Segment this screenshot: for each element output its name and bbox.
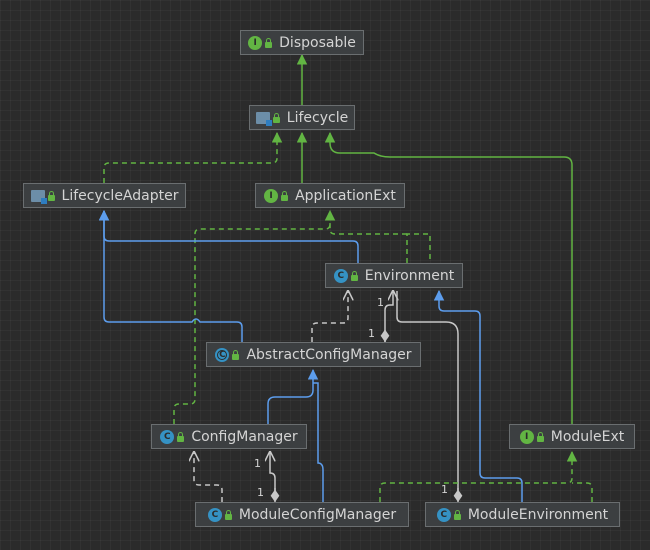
interface-icon: I — [248, 35, 263, 50]
spi-interface-icon — [30, 189, 47, 204]
edge-configmanager-abstractconfigmanager — [267, 368, 319, 424]
public-lock-icon — [224, 509, 232, 520]
node-environment[interactable]: C Environment — [325, 263, 463, 288]
public-lock-icon — [272, 112, 280, 123]
multiplicity-label: 1 — [377, 296, 384, 309]
multiplicity-label: 1 — [368, 327, 375, 340]
edge-abstractconfigmanager-environment — [311, 291, 348, 342]
multiplicity-label: 1 — [257, 486, 264, 499]
edge-moduleconfigmanager-moduleext — [379, 450, 578, 502]
spi-interface-icon — [255, 111, 272, 126]
node-module-config-manager[interactable]: C ModuleConfigManager — [195, 502, 409, 527]
node-lifecycle[interactable]: Lifecycle — [249, 105, 355, 130]
public-lock-icon — [350, 270, 358, 281]
node-label: Environment — [364, 267, 455, 284]
edge-moduleenvironment-moduleext — [572, 482, 593, 502]
node-label: ModuleConfigManager — [238, 506, 397, 523]
node-module-environment[interactable]: C ModuleEnvironment — [425, 502, 620, 527]
node-module-ext[interactable]: I ModuleExt — [509, 424, 635, 449]
edge-moduleenvironment-environment-assoc — [396, 291, 459, 498]
node-label: ConfigManager — [191, 428, 298, 445]
edge-moduleenvironment-environment — [433, 289, 523, 502]
edge-environment-lifecycleadapter — [98, 209, 359, 263]
node-label: ModuleEnvironment — [467, 506, 609, 523]
node-label: AbstractConfigManager — [246, 346, 412, 363]
abstract-class-icon: C — [215, 347, 230, 362]
class-icon: C — [160, 429, 175, 444]
public-lock-icon — [453, 509, 461, 520]
edge-environment-applicationext — [406, 233, 431, 263]
edge-abstractconfigmanager-lifecycleadapter — [98, 209, 243, 342]
multiplicity-label: 1 — [441, 483, 448, 496]
edge-moduleconfigmanager-configmanager-assoc — [270, 452, 276, 498]
node-config-manager[interactable]: C ConfigManager — [151, 424, 307, 449]
public-lock-icon — [265, 37, 273, 48]
node-label: ApplicationExt — [295, 187, 396, 204]
public-lock-icon — [281, 190, 289, 201]
edge-abstractconfigmanager-environment-assoc — [384, 291, 393, 342]
edge-moduleext-lifecycle — [324, 131, 573, 424]
node-lifecycle-adapter[interactable]: LifecycleAdapter — [23, 183, 186, 208]
node-abstract-config-manager[interactable]: C AbstractConfigManager — [206, 342, 421, 367]
class-icon: C — [333, 268, 348, 283]
edge-configmanager-applicationext — [173, 223, 331, 424]
edge-moduleconfigmanager-abstractconfigmanager — [313, 382, 324, 502]
interface-icon: I — [519, 429, 534, 444]
edge-lifecycleadapter-lifecycle — [103, 131, 283, 183]
node-label: Lifecycle — [286, 109, 349, 126]
node-disposable[interactable]: I Disposable — [240, 30, 364, 55]
public-lock-icon — [177, 431, 185, 442]
public-lock-icon — [536, 431, 544, 442]
multiplicity-label: 1 — [254, 457, 261, 470]
class-icon: C — [207, 507, 222, 522]
node-label: Disposable — [279, 34, 356, 51]
node-label: ModuleExt — [550, 428, 625, 445]
edge-moduleconfigmanager-configmanager — [194, 452, 223, 502]
class-icon: C — [436, 507, 451, 522]
interface-icon: I — [264, 188, 279, 203]
node-label: LifecycleAdapter — [61, 187, 179, 204]
node-application-ext[interactable]: I ApplicationExt — [255, 183, 405, 208]
public-lock-icon — [232, 349, 240, 360]
public-lock-icon — [47, 190, 55, 201]
